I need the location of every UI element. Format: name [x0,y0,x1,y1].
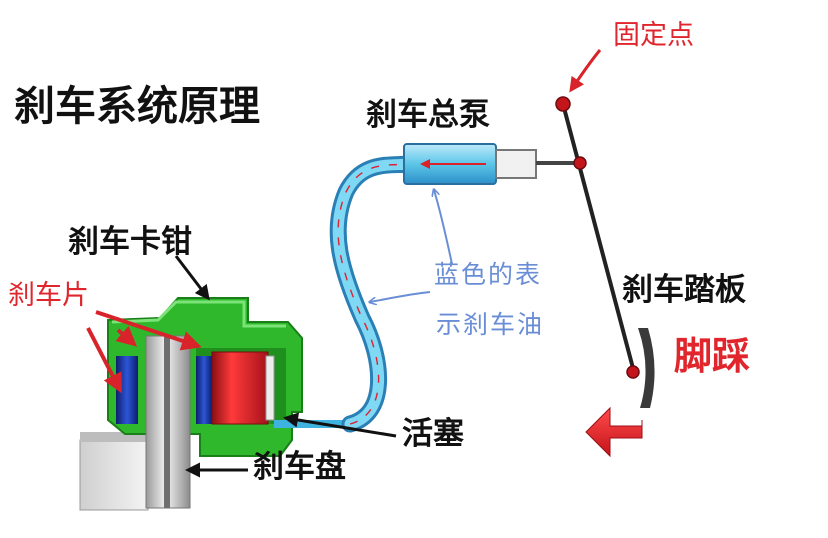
fluid-note-line2: 示刹车油 [436,310,545,339]
caliper-label: 刹车卡钳 [68,224,192,260]
master-cylinder-label: 刹车总泵 [366,97,490,133]
brake-disc [145,335,191,509]
fluid-note-line1: 蓝色的表 [434,260,543,289]
caliper-pointer-arrow [174,255,210,301]
master-cylinder [403,143,580,185]
foot-press-label: 脚踩 [674,334,751,378]
wheel-hub [79,432,150,511]
piston-pointer-arrow [283,412,397,438]
diagram-title: 刹车系统原理 [14,82,260,130]
fixed-point-arrow [569,49,602,93]
brake-pedal-lever [555,96,655,408]
fixed-point-label: 固定点 [613,20,694,51]
piston-label: 活塞 [402,416,464,452]
brake-pads-label: 刹车片 [8,280,89,311]
brake-pedal-label: 刹车踏板 [622,272,746,308]
foot-press-arrow [585,406,643,458]
pad-pointer-arrows [86,310,202,394]
brake-disc-label: 刹车盘 [253,449,346,485]
fluid-pointer-arrows [370,190,453,302]
brake-pads [116,356,212,424]
caliper-piston [211,351,275,425]
